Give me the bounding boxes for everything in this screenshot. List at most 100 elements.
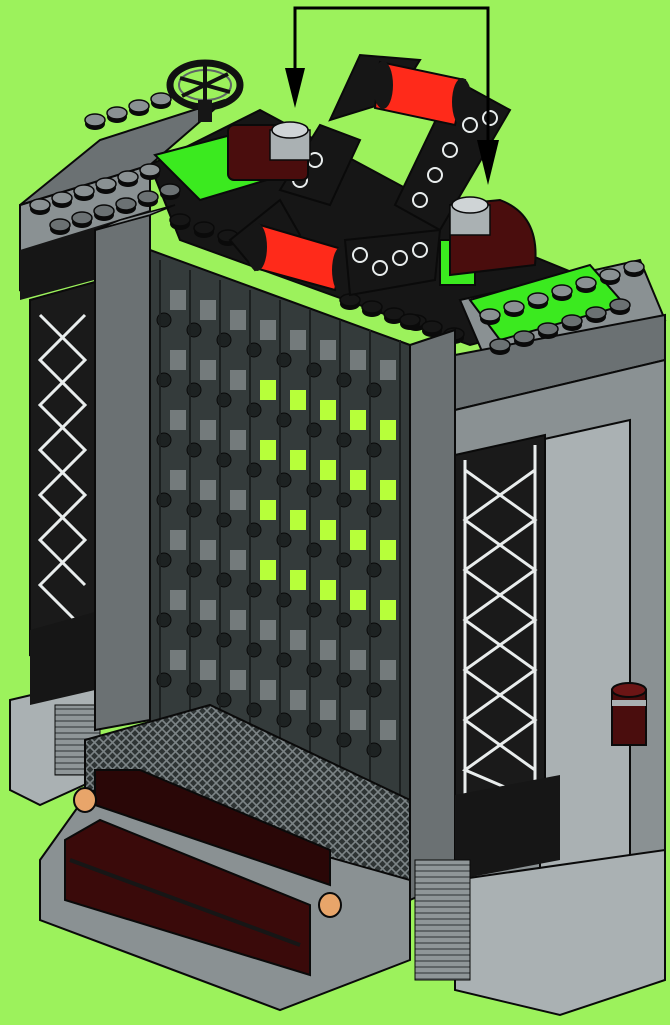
stud [30,199,50,211]
stud [94,205,114,217]
stud [85,114,105,126]
grid-hole [290,570,306,590]
grid-hole [200,660,216,680]
grid-hole [260,440,276,460]
grid-hole [380,480,396,500]
stud [562,315,582,327]
stud [129,100,149,112]
grid-hole [230,430,246,450]
grid-hole [170,470,186,490]
grid-hole [230,310,246,330]
technic-hole [353,248,367,262]
grid-hole [380,360,396,380]
stud [96,178,116,190]
stud [160,184,180,196]
stud [576,277,596,289]
grid-hole [260,560,276,580]
technic-hole [428,168,442,182]
grid-hole [350,350,366,370]
hinge-block-left [228,122,310,180]
technic-hole [443,143,457,157]
grid-hole [380,540,396,560]
grid-hole [380,420,396,440]
grid-hole [320,400,336,420]
grid-hole [290,690,306,710]
technic-hole [373,261,387,275]
grid-hole [320,700,336,720]
stud [600,269,620,281]
stud [362,301,382,313]
dark-red-post [612,683,646,745]
grid-hole [230,610,246,630]
stud [624,261,644,273]
grid-hole [350,590,366,610]
stud [107,107,127,119]
stud [52,192,72,204]
stud [138,191,158,203]
technic-hole [413,243,427,257]
grid-hole [320,460,336,480]
grid-hole [170,410,186,430]
grid-hole [350,470,366,490]
tan-pin-right [319,893,341,917]
technic-hole [463,118,477,132]
grid-hole [320,640,336,660]
grid-hole [170,290,186,310]
grid-hole [380,720,396,740]
grid-hole [290,390,306,410]
stud [140,164,160,176]
grid-hole [200,480,216,500]
stud [50,219,70,231]
grid-hole [260,620,276,640]
steering-wheel-icon [170,63,240,122]
technic-hole [393,251,407,265]
stud [194,222,214,234]
grid-hole [380,600,396,620]
stud [480,309,500,321]
grid-hole [320,340,336,360]
grid-hole [380,660,396,680]
tan-pin-left [74,788,96,812]
stud [528,293,548,305]
grid-hole [350,650,366,670]
stud [118,171,138,183]
stud [422,321,442,333]
grid-hole [170,350,186,370]
grid-hole [200,360,216,380]
technic-hole [483,111,497,125]
stud [552,285,572,297]
stud [538,323,558,335]
stud [504,301,524,313]
grid-hole [290,510,306,530]
stud [610,299,630,311]
grid-hole [170,590,186,610]
grid-hole [350,710,366,730]
stud [170,214,190,226]
grid-hole [260,680,276,700]
grid-hole [200,420,216,440]
grid-hole [230,670,246,690]
grid-hole [200,540,216,560]
grid-hole [350,530,366,550]
grid-hole [260,320,276,340]
stud [400,314,420,326]
stud [74,185,94,197]
grid-hole [350,410,366,430]
grid-hole [320,580,336,600]
grid-hole [230,490,246,510]
grid-hole [230,370,246,390]
grid-hole [200,600,216,620]
grid-hole [260,380,276,400]
stud [586,307,606,319]
hinge-block-right [450,197,536,275]
grid-hole [170,530,186,550]
stud [490,339,510,351]
grid-hole [170,650,186,670]
arrow-down-icon [285,68,305,108]
grid-hole [260,500,276,520]
grid-hole [320,520,336,540]
stud [514,331,534,343]
grid-hole [200,300,216,320]
